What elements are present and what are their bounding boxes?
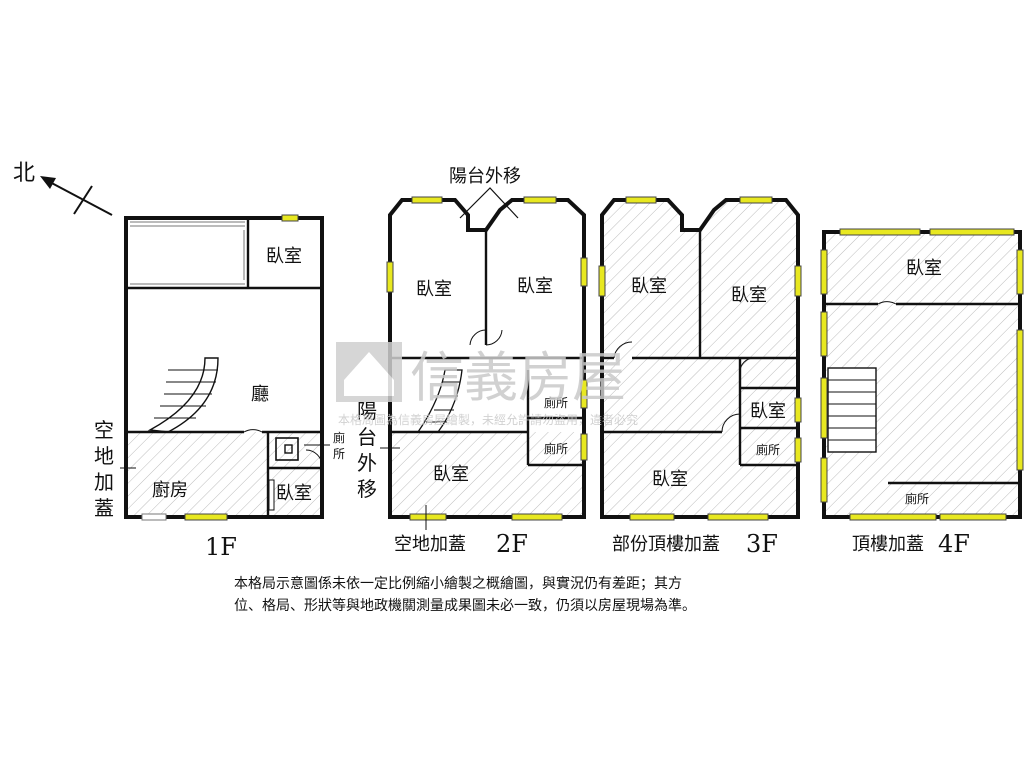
f3-bedroom-bottom-label: 臥室	[652, 469, 688, 490]
balcony-side-char-1: 陽	[357, 399, 377, 423]
f3-bedroom-small-label: 臥室	[750, 401, 786, 422]
balcony-moved-out-vertical: 陽 台 外 移	[357, 399, 400, 501]
brand-watermark-text: 信義房屋	[410, 346, 626, 409]
f1-kitchen-label: 廚房	[152, 479, 188, 501]
f3-caption: 部份頂樓加蓋	[612, 534, 720, 555]
disclaimer-line-1: 本格局示意圖係未依一定比例縮小繪製之概繪圖，與實況仍有差距；其方	[234, 575, 682, 592]
balcony-moved-out-label: 陽台外移	[449, 166, 521, 187]
floor-4f-plan: 臥室 廁所 頂樓加蓋 4F	[820, 228, 1024, 558]
north-arrow: 北	[13, 161, 113, 216]
vacant-char-1: 空	[94, 418, 114, 442]
f3-bedroom-left-label: 臥室	[631, 276, 667, 297]
f3-toilet-label: 廁所	[756, 442, 780, 457]
f2-bedroom-bottom-label: 臥室	[433, 464, 469, 485]
f4-caption: 頂樓加蓋	[852, 534, 924, 555]
f2-toilet-bottom-label: 廁所	[544, 441, 568, 456]
balcony-side-char-3: 外	[357, 451, 377, 475]
f1-toilet-label-1: 廁	[333, 430, 345, 445]
balcony-side-char-2: 台	[357, 425, 377, 449]
watermark-notice: 本格局圖為信義房屋繪製，未經允許請勿盜用，違者必究	[338, 412, 638, 427]
f2-bedroom-right-label: 臥室	[517, 276, 553, 297]
f1-bedroom-top-label: 臥室	[266, 246, 302, 267]
f2-caption: 空地加蓋	[394, 534, 466, 555]
f1-bedroom-bottom-label: 臥室	[276, 483, 312, 504]
floor-3f-plan: 臥室 臥室 臥室 廁所 臥室 部份頂樓加蓋 3F	[598, 196, 802, 558]
floor-2f-plan: 臥室 臥室 廁所 廁所 臥室 空地加蓋 2F	[386, 196, 588, 558]
brand-watermark: 信義房屋 本格局圖為信義房屋繪製，未經允許請勿盜用，違者必究	[336, 342, 638, 427]
balcony-moved-out-note: 陽台外移	[449, 166, 521, 219]
kitchen-hatch	[126, 432, 322, 517]
f2-name: 2F	[496, 530, 528, 558]
disclaimer: 本格局示意圖係未依一定比例縮小繪製之概繪圖，與實況仍有差距；其方 位、格局、形狀…	[234, 575, 696, 614]
vacant-char-4: 蓋	[94, 496, 114, 520]
f2-bedroom-left-label: 臥室	[416, 279, 452, 300]
disclaimer-line-2: 位、格局、形狀等與地政機關測量成果圖未必一致，仍須以房屋現場為準。	[234, 597, 696, 614]
balcony-side-char-4: 移	[357, 477, 377, 501]
f4-name: 4F	[938, 530, 970, 558]
f4-toilet-label: 廁所	[905, 491, 929, 506]
f3-name: 3F	[746, 530, 778, 558]
f2-toilet-top-label: 廁所	[544, 395, 568, 410]
vacant-char-3: 加	[94, 470, 114, 494]
north-label: 北	[13, 161, 35, 186]
vacant-land-addition-vertical: 空 地 加 蓋	[94, 418, 136, 520]
vacant-char-2: 地	[94, 444, 114, 468]
floor-1f-plan: 臥室 廳 廚房 臥室 廁 所 1F	[124, 214, 345, 561]
f1-toilet-label-2: 所	[333, 447, 345, 461]
f1-name: 1F	[205, 533, 237, 561]
f1-hall-label: 廳	[251, 384, 269, 405]
f3-bedroom-right-label: 臥室	[731, 285, 767, 306]
f4-bedroom-label: 臥室	[906, 258, 942, 279]
